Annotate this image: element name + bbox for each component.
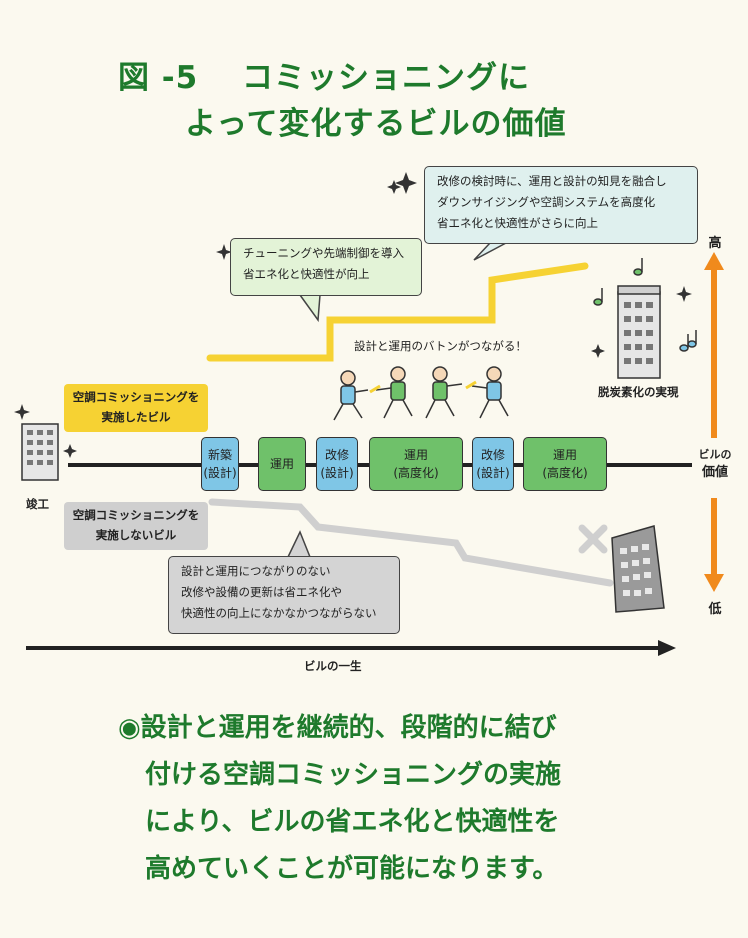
label-line: 実施したビル: [101, 410, 171, 424]
baton-caption: 設計と運用のバトンがつながる！: [354, 339, 527, 353]
callout-line: 快適性の向上になかなかつながらない: [181, 606, 377, 620]
music-note-icon: [593, 258, 697, 352]
label-with-commissioning: 空調コミッショニングを 実施したビル: [64, 384, 208, 432]
callout-line: ダウンサイジングや空調システムを高度化: [437, 195, 656, 209]
stage-operation-advanced-2: 運用 (高度化): [523, 437, 607, 491]
lifecycle-arrow-head: [658, 640, 676, 656]
summary-line: 高めていくことが可能になります。: [145, 854, 559, 884]
stage-label: 運用: [552, 448, 577, 462]
callout-line: 改修の検討時に、運用と設計の知見を融合し: [437, 174, 667, 188]
stage-label: 改修: [324, 448, 349, 462]
stage-new-construction-design: 新築 (設計): [201, 437, 239, 491]
value-axis-label: ビルの 価値: [690, 446, 740, 482]
stage-sublabel: (設計): [476, 466, 510, 480]
building-damaged-icon: [611, 525, 665, 613]
value-axis-down-head: [704, 574, 724, 592]
stage-sublabel: (設計): [203, 466, 237, 480]
bubble-low-tail: [286, 530, 312, 558]
summary-line: 付ける空調コミッショニングの実施: [145, 760, 562, 790]
summary-line: により、ビルの省エネ化と快適性を: [145, 807, 560, 837]
label-line: 空調コミッショニングを: [72, 508, 200, 522]
stage-sublabel: (高度化): [542, 466, 588, 480]
relay-runners-icon: [333, 366, 509, 421]
stage-renovation-design-2: 改修 (設計): [472, 437, 514, 491]
figure-title-line1: 図 -5 コミッショニングに: [118, 60, 531, 96]
value-low-label: 低: [708, 602, 722, 617]
callout-tuning: チューニングや先端制御を導入 省エネ化と快適性が向上: [230, 238, 422, 296]
lifecycle-caption: ビルの一生: [304, 659, 362, 673]
value-high-label: 高: [708, 236, 722, 251]
callout-renovation-fusion: 改修の検討時に、運用と設計の知見を融合し ダウンサイジングや空調システムを高度化…: [424, 166, 698, 244]
summary-line: ◉設計と運用を継続的、段階的に結び: [118, 713, 557, 743]
cross-icon: [578, 524, 608, 554]
label-line: 空調コミッショニングを: [72, 390, 200, 404]
stage-label: 改修: [480, 448, 505, 462]
value-line-with-commissioning: [206, 262, 589, 362]
building-completion-icon: [21, 423, 59, 481]
stage-operation: 運用: [258, 437, 306, 491]
value-axis-up-head: [704, 252, 724, 270]
callout-line: 省エネ化と快適性がさらに向上: [437, 216, 598, 230]
stage-sublabel: (高度化): [393, 466, 439, 480]
label-line: 実施しないビル: [95, 528, 177, 542]
building-decarbonized-icon: [617, 285, 661, 379]
bubble-top-tail: [473, 242, 507, 261]
stage-label: 運用: [403, 448, 428, 462]
bubble-mid-tail: [298, 294, 321, 323]
value-axis-label-line: ビルの: [698, 448, 732, 461]
callout-line: 設計と運用につながりのない: [181, 564, 331, 578]
label-without-commissioning: 空調コミッショニングを 実施しないビル: [64, 502, 208, 550]
value-axis-label-line: 価値: [701, 465, 728, 480]
callout-line: 改修や設備の更新は省エネ化や: [181, 585, 342, 599]
stage-label: 運用: [269, 457, 294, 471]
decarbon-caption: 脱炭素化の実現: [598, 385, 679, 399]
completion-caption: 竣工: [26, 497, 49, 511]
stage-operation-advanced-1: 運用 (高度化): [369, 437, 463, 491]
sparkle-icon: [14, 172, 692, 458]
stage-sublabel: (設計): [320, 466, 354, 480]
value-line-without-commissioning: [208, 498, 614, 587]
stage-label: 新築: [207, 448, 232, 462]
callout-no-connection: 設計と運用につながりのない 改修や設備の更新は省エネ化や 快適性の向上になかなか…: [168, 556, 400, 634]
figure-title-line2: よって変化するビルの価値: [185, 106, 567, 142]
summary-text: ◉設計と運用を継続的、段階的に結び 付ける空調コミッショニングの実施 により、ビ…: [118, 705, 678, 893]
callout-line: 省エネ化と快適性が向上: [243, 267, 370, 281]
callout-line: チューニングや先端制御を導入: [243, 246, 404, 260]
stage-renovation-design-1: 改修 (設計): [316, 437, 358, 491]
